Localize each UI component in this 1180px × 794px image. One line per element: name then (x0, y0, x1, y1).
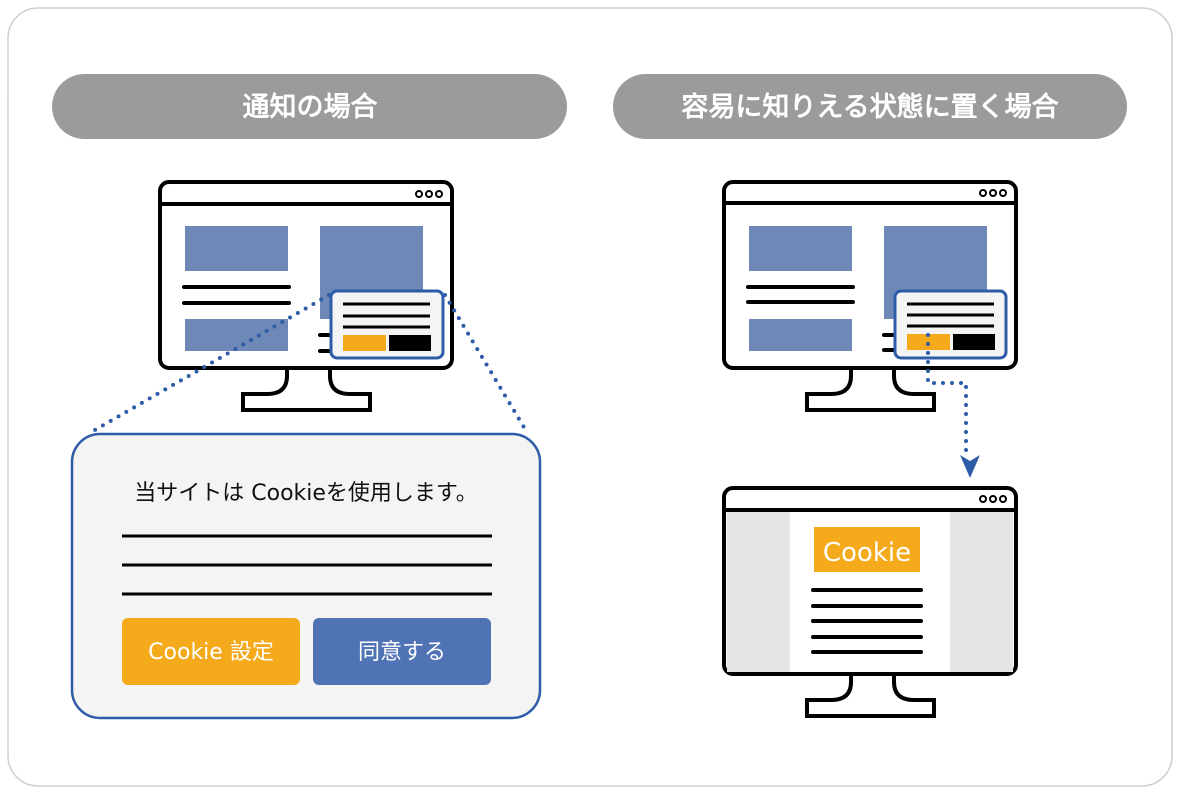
window-dots-icon (979, 189, 1007, 197)
right-header-pill (613, 74, 1127, 139)
left-title: 通知の場合 (243, 91, 378, 123)
arrow-head-icon (960, 455, 980, 478)
window-dots-icon (979, 495, 1007, 503)
notice-message: 当サイトは Cookieを使用します。 (134, 481, 477, 506)
left-monitor (158, 180, 454, 412)
zoom-line-right (443, 293, 530, 436)
right-monitor (722, 180, 1018, 412)
cookie-policy-monitor: Cookie (722, 486, 1018, 718)
zoom-line-left (86, 293, 331, 436)
monitor-stand (241, 368, 372, 412)
cookie-settings-button[interactable]: Cookie 設定 (122, 618, 300, 685)
cookie-settings-label: Cookie 設定 (148, 640, 274, 665)
agree-button[interactable]: 同意する (313, 618, 491, 685)
agree-label: 同意する (358, 640, 446, 665)
window-dots-icon (415, 190, 443, 198)
monitor-stand (805, 368, 936, 412)
left-header-pill (52, 74, 567, 139)
monitor-stand (805, 674, 936, 718)
right-title: 容易に知りえる状態に置く場合 (681, 91, 1058, 123)
cookie-page-heading: Cookie (823, 538, 911, 568)
